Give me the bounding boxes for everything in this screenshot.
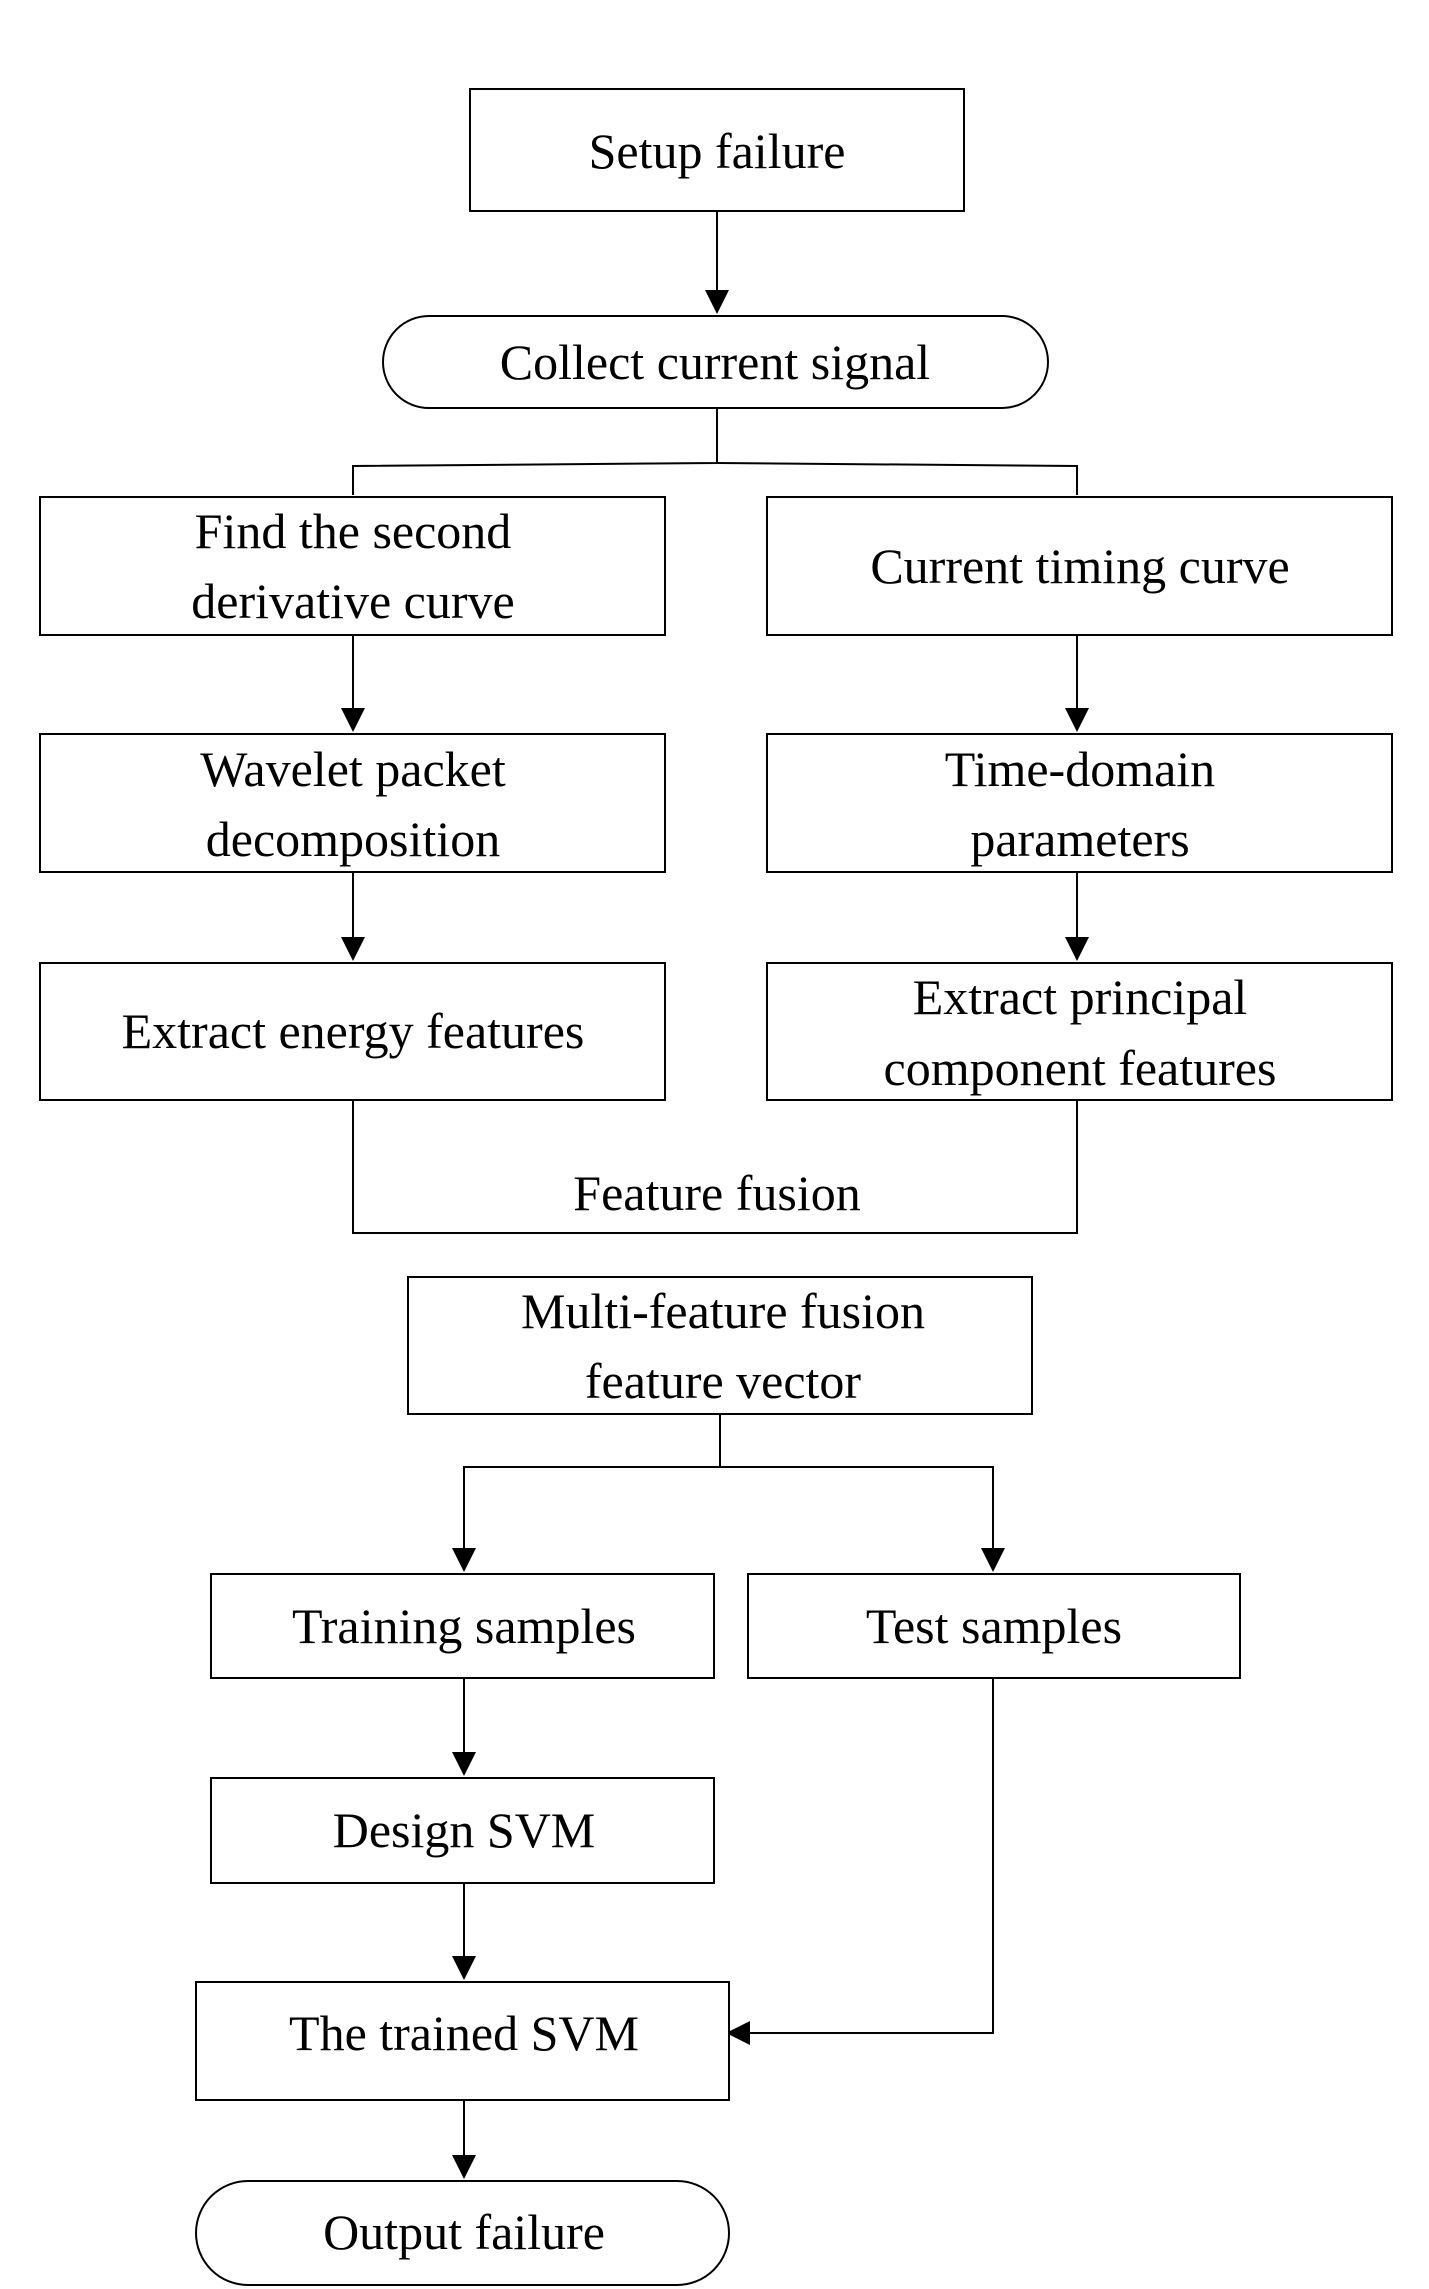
arrowhead-down xyxy=(452,2155,476,2179)
node-time-domain-line-1: Time-domain xyxy=(945,741,1215,797)
arrowhead-down xyxy=(1065,708,1089,732)
arrowhead-down xyxy=(981,1548,1005,1572)
node-second-derivative-box xyxy=(39,496,666,636)
arrowhead-down xyxy=(341,708,365,732)
arrowheads xyxy=(341,290,1089,2179)
node-test-samples: Test samples xyxy=(747,1573,1241,1679)
node-current-timing-curve-box xyxy=(766,496,1393,636)
arrowhead-down xyxy=(1065,937,1089,961)
node-time-domain-box xyxy=(766,733,1393,873)
node-wavelet-packet: Wavelet packet decomposition xyxy=(39,733,666,873)
node-setup-failure-label: Setup failure xyxy=(589,123,846,179)
feature-fusion-label: Feature fusion xyxy=(573,1165,860,1221)
arrowhead-down xyxy=(452,1752,476,1776)
node-extract-principal-box xyxy=(766,962,1393,1101)
node-wavelet-packet-line-1: Wavelet packet xyxy=(200,741,506,797)
connectors xyxy=(352,211,1078,2155)
node-setup-failure: Setup failure xyxy=(469,88,965,212)
node-current-timing-curve-label: Current timing curve xyxy=(870,538,1289,594)
node-design-svm-box xyxy=(210,1777,715,1884)
node-multi-feature: Multi-feature fusion feature vector xyxy=(407,1276,1033,1415)
node-second-derivative-line-1: Find the second xyxy=(195,503,512,559)
node-multi-feature-line-2: feature vector xyxy=(585,1353,862,1409)
node-output-failure-label: Output failure xyxy=(323,2204,605,2260)
node-design-svm-label: Design SVM xyxy=(333,1802,596,1858)
node-extract-energy: Extract energy features xyxy=(39,962,666,1101)
arrowhead-down xyxy=(452,1956,476,1980)
connector-collect-split-right xyxy=(716,462,1078,495)
node-time-domain: Time-domain parameters xyxy=(766,733,1393,873)
arrowhead-down xyxy=(341,937,365,961)
node-extract-principal-line-2: component features xyxy=(884,1040,1277,1096)
connector-feature-fusion-bracket xyxy=(352,1100,1078,1234)
node-setup-failure-box xyxy=(469,88,965,212)
node-trained-svm-label: The trained SVM xyxy=(289,2005,639,2061)
node-output-failure: Output failure xyxy=(195,2180,730,2286)
node-trained-svm: The trained SVM xyxy=(195,1981,730,2101)
connector-test-to-trained xyxy=(750,1678,994,2034)
node-extract-principal: Extract principal component features xyxy=(766,962,1393,1101)
node-collect-current-signal: Collect current signal xyxy=(382,315,1049,409)
node-multi-feature-line-1: Multi-feature fusion xyxy=(521,1283,925,1339)
node-output-failure-box xyxy=(195,2180,730,2286)
arrowhead-down xyxy=(705,290,729,314)
connector-collect-split xyxy=(352,408,718,495)
node-training-samples: Training samples xyxy=(210,1573,715,1679)
node-multi-feature-box xyxy=(407,1276,1033,1415)
connector-multifeature-split xyxy=(463,1414,721,1548)
node-training-samples-box xyxy=(210,1573,715,1679)
node-design-svm: Design SVM xyxy=(210,1777,715,1884)
node-extract-energy-label: Extract energy features xyxy=(122,1003,585,1059)
node-current-timing-curve: Current timing curve xyxy=(766,496,1393,636)
arrowhead-down xyxy=(452,1548,476,1572)
node-collect-current-signal-box xyxy=(382,315,1049,409)
node-training-samples-label: Training samples xyxy=(292,1598,636,1654)
node-trained-svm-box xyxy=(195,1981,730,2101)
node-collect-current-signal-label: Collect current signal xyxy=(500,334,930,390)
connector-multifeature-split-right xyxy=(720,1466,994,1548)
node-extract-principal-line-1: Extract principal xyxy=(913,969,1248,1025)
node-wavelet-packet-line-2: decomposition xyxy=(206,811,500,867)
node-time-domain-line-2: parameters xyxy=(970,811,1189,867)
node-test-samples-label: Test samples xyxy=(866,1598,1122,1654)
arrowhead-left xyxy=(726,2021,750,2045)
node-wavelet-packet-box xyxy=(39,733,666,873)
node-extract-energy-box xyxy=(39,962,666,1101)
node-second-derivative-line-2: derivative curve xyxy=(191,573,514,629)
node-test-samples-box xyxy=(747,1573,1241,1679)
node-second-derivative: Find the second derivative curve xyxy=(39,496,666,636)
